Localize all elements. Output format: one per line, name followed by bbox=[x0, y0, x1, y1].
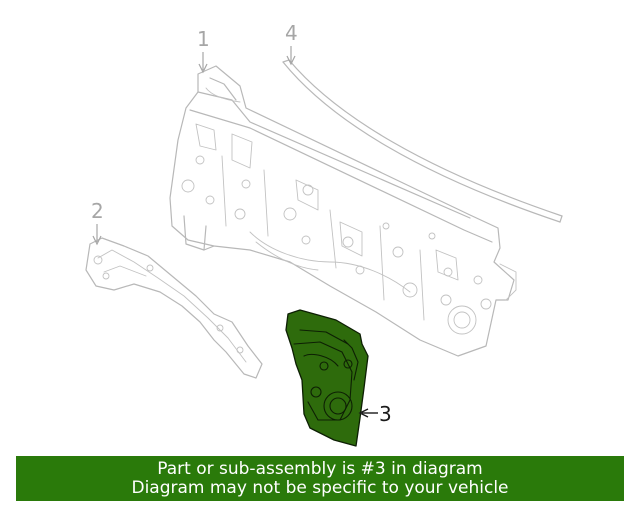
parts-diagram: 1 4 2 3 bbox=[85, 21, 563, 447]
callout-4-arrow bbox=[286, 55, 296, 66]
callout-1-label: 1 bbox=[197, 27, 210, 51]
callout-2-arrow bbox=[92, 235, 102, 246]
callout-3-arrow bbox=[358, 408, 369, 418]
callout-3-label: 3 bbox=[379, 402, 392, 426]
callout-1-arrow bbox=[198, 63, 208, 74]
callout-4-label: 4 bbox=[285, 21, 298, 45]
callout-2-label: 2 bbox=[91, 199, 104, 223]
info-banner: Part or sub-assembly is #3 in diagram Di… bbox=[16, 456, 624, 501]
banner-line-1: Part or sub-assembly is #3 in diagram bbox=[157, 459, 483, 479]
banner-line-2: Diagram may not be specific to your vehi… bbox=[131, 478, 509, 498]
part-2-bracket bbox=[85, 237, 263, 379]
part-1-dash-panel bbox=[169, 65, 517, 357]
part-3-insulator bbox=[285, 309, 369, 447]
part-4-weatherstrip bbox=[282, 59, 563, 223]
